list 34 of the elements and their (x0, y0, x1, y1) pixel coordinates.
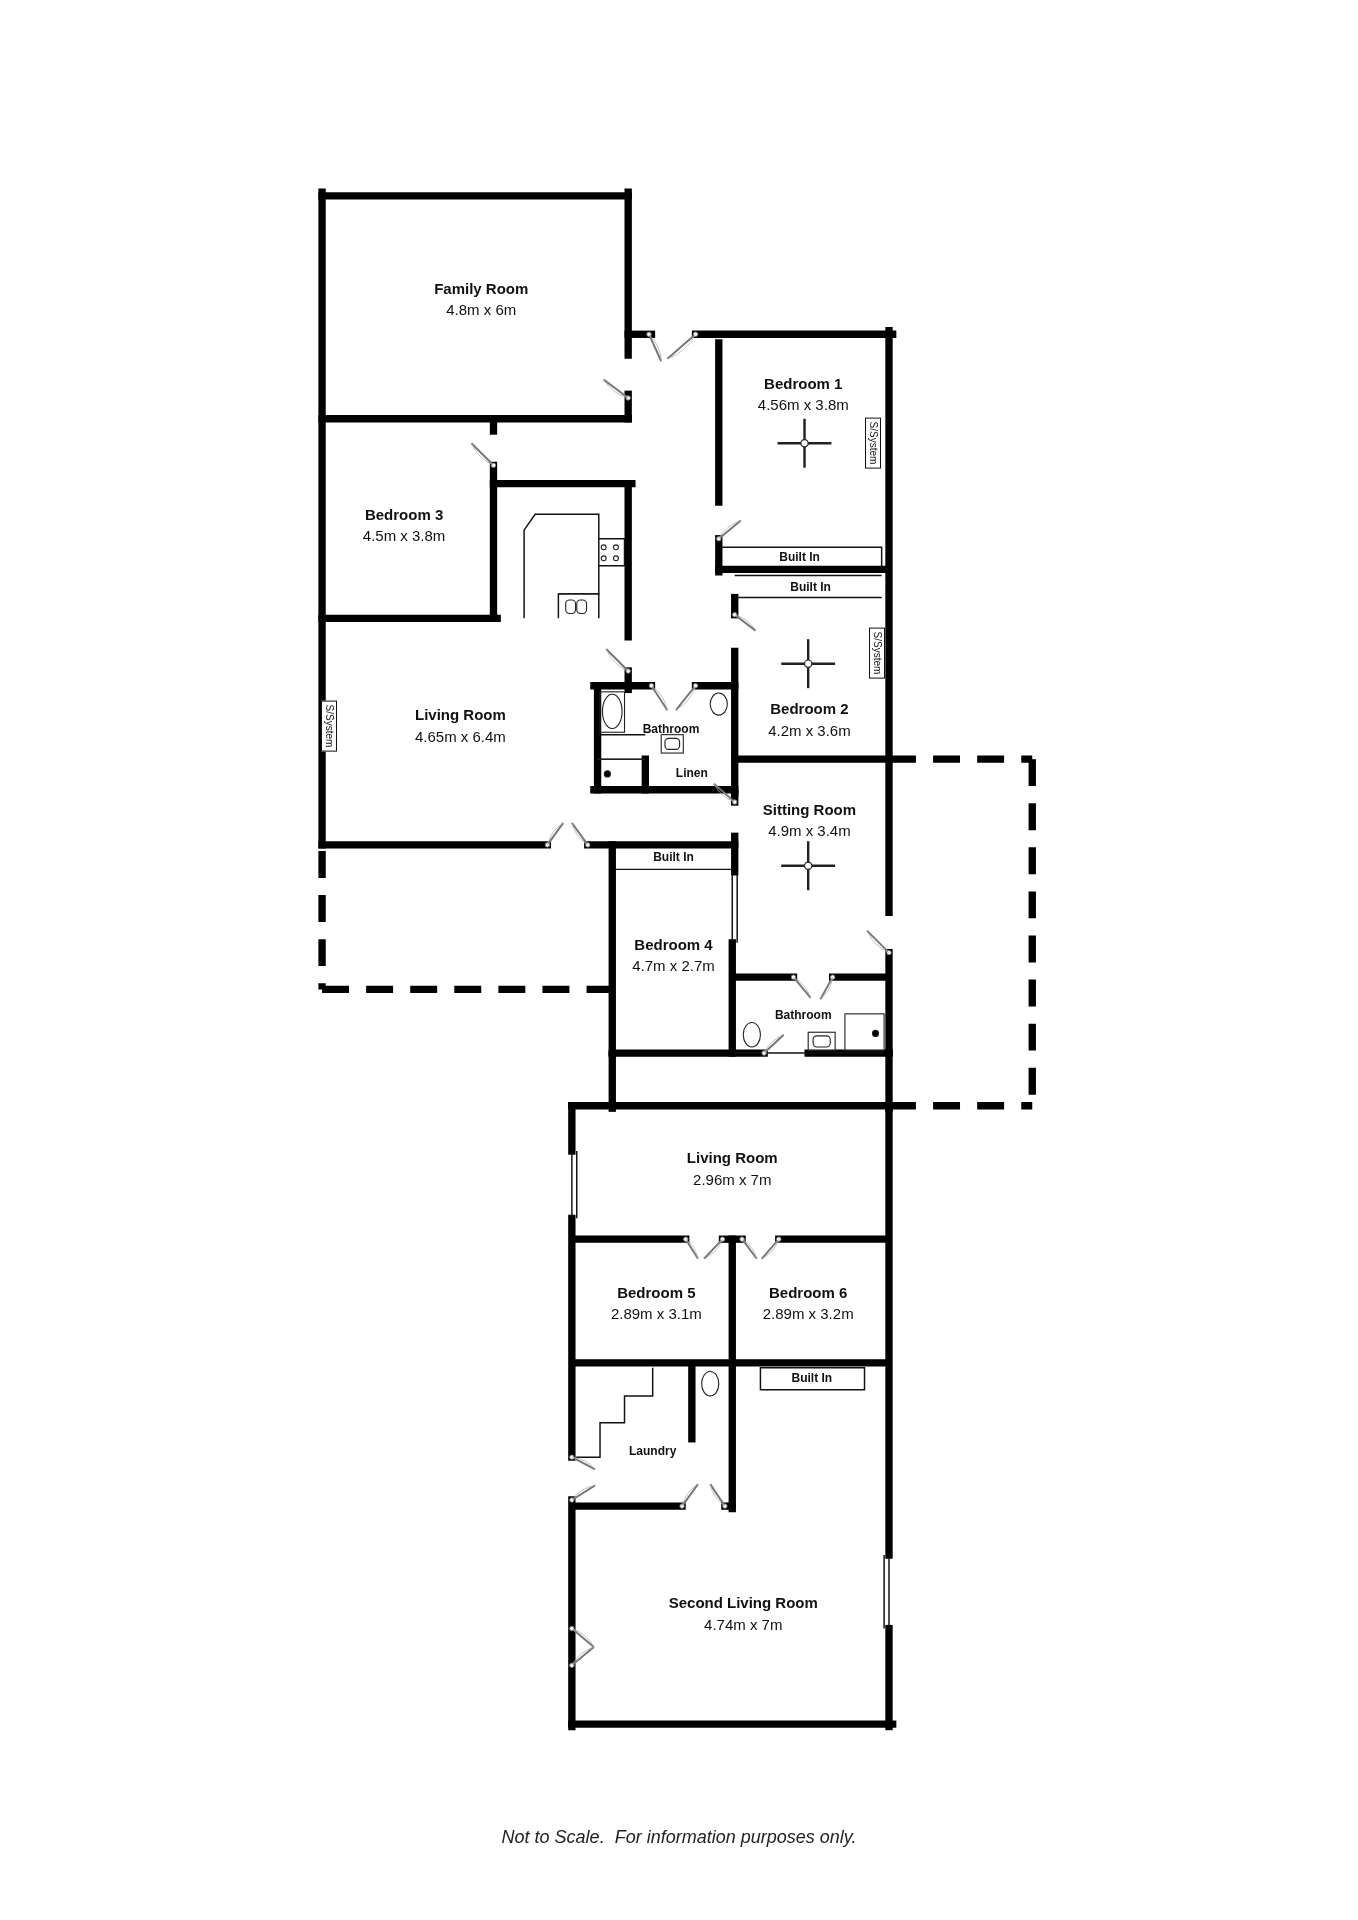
room-dimensions: 4.65m x 6.4m (415, 727, 506, 745)
room-dimensions: 2.89m x 3.1m (610, 1304, 702, 1322)
room-name: Living Room (686, 1148, 778, 1166)
room-dimensions: 4.56m x 3.8m (757, 395, 849, 413)
unit-label: S/System (865, 417, 882, 469)
unit-label: S/System (321, 700, 338, 752)
room-name: Second Living Room (668, 1593, 818, 1611)
room-dimensions: 4.5m x 3.8m (362, 526, 446, 544)
caption: Not to Scale. For information purposes only. (500, 1827, 858, 1848)
area-label: Built In (790, 579, 831, 594)
room-dimensions: 2.89m x 3.2m (762, 1304, 854, 1322)
area-label: Bathroom (642, 721, 700, 736)
room-dimensions: 4.2m x 3.6m (768, 721, 851, 739)
unit-label: S/System (868, 627, 885, 679)
area-label: Linen (675, 765, 708, 780)
room-name: Bedroom 4 (634, 935, 713, 953)
room-dimensions: 2.96m x 7m (693, 1170, 772, 1188)
room-name: Sitting Room (762, 800, 857, 818)
room-name: Family Room (434, 279, 529, 297)
room-dimensions: 4.8m x 6m (446, 300, 517, 318)
area-label: Built In (779, 550, 820, 565)
room-name: Bedroom 3 (364, 505, 444, 523)
room-name: Bedroom 1 (764, 374, 843, 392)
area-label: Built In (791, 1370, 833, 1385)
room-dimensions: 4.74m x 7m (704, 1615, 783, 1633)
area-label: Bathroom (774, 1008, 832, 1023)
room-name: Living Room (415, 705, 506, 723)
room-name: Bedroom 6 (769, 1283, 848, 1301)
room-dimensions: 4.9m x 3.4m (768, 821, 851, 839)
area-label: Built In (653, 850, 694, 865)
room-name: Bedroom 2 (770, 699, 849, 717)
room-dimensions: 4.7m x 2.7m (632, 956, 715, 974)
area-label: Laundry (629, 1444, 677, 1459)
room-name: Bedroom 5 (617, 1283, 696, 1301)
